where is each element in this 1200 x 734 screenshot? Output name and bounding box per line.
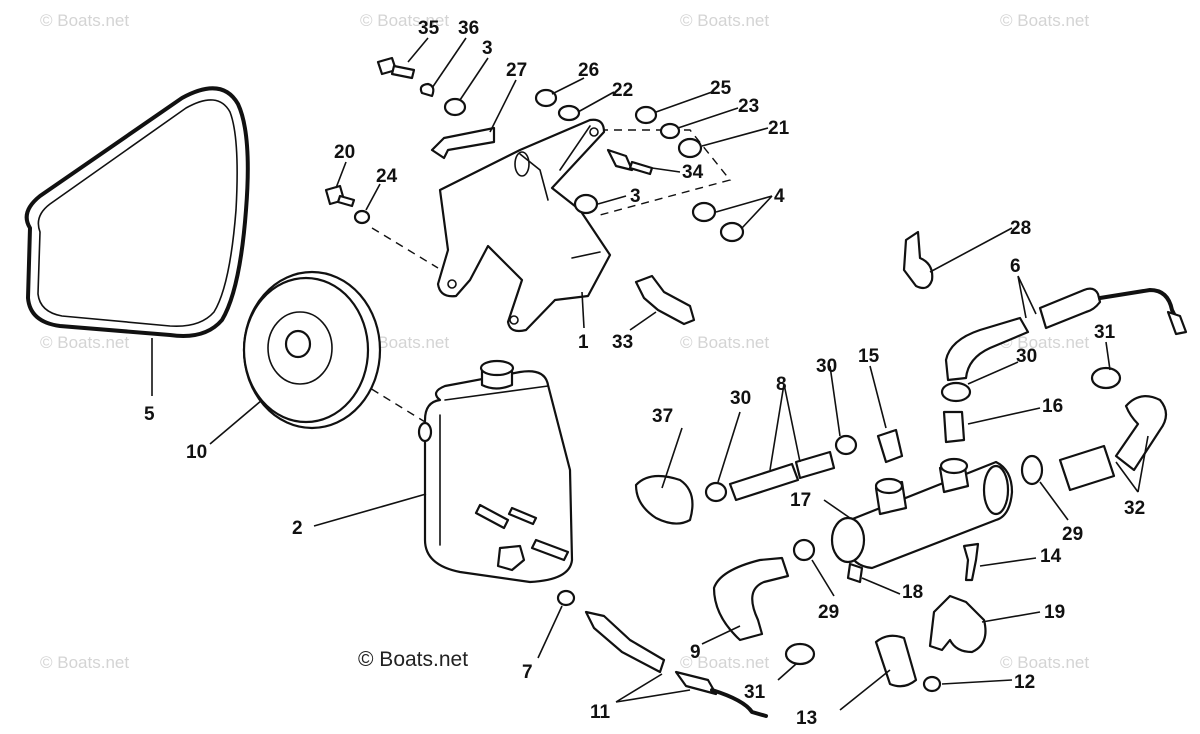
callout-29: 29 [1062, 524, 1083, 545]
inlet-hoses [704, 434, 858, 503]
callout-26: 26 [578, 60, 599, 81]
callout-28: 28 [1010, 218, 1031, 239]
watermark: © Boats.net [360, 333, 449, 352]
callout-17: 17 [790, 490, 811, 511]
large-clamp [634, 474, 694, 525]
watermarks: © Boats.net © Boats.net © Boats.net © Bo… [40, 11, 1089, 672]
o-ring [556, 589, 576, 607]
outlet-hoses [1058, 395, 1168, 492]
mount-bolt [962, 542, 980, 582]
callout-15: 15 [858, 346, 880, 367]
callout-19: 19 [1044, 602, 1065, 623]
pump-fitting [634, 274, 696, 326]
callout-30: 30 [816, 356, 837, 377]
hex-nut [922, 675, 942, 693]
pressure-hose [584, 610, 768, 718]
callout-13: 13 [796, 708, 817, 729]
hose-clamp [1020, 454, 1044, 486]
watermark: © Boats.net [1000, 11, 1089, 30]
callout-24: 24 [376, 166, 398, 187]
callout-21: 21 [768, 118, 790, 139]
callout-22: 22 [612, 80, 633, 101]
hose-clamp [940, 381, 972, 403]
callout-31: 31 [744, 682, 766, 703]
callout-2: 2 [292, 518, 303, 539]
callout-18: 18 [902, 582, 923, 603]
cooler-bracket [928, 594, 987, 654]
callout-7: 7 [522, 662, 533, 683]
copyright-label: © Boats.net [358, 648, 468, 671]
callout-27: 27 [506, 60, 527, 81]
callout-31: 31 [1094, 322, 1116, 343]
callout-34: 34 [682, 162, 704, 183]
pump-bracket [436, 118, 612, 333]
bracket-clip [430, 126, 496, 160]
callout-3: 3 [630, 186, 641, 207]
callout-33: 33 [612, 332, 633, 353]
sleeve [874, 634, 918, 688]
power-steering-pump [417, 359, 574, 584]
callout-8: 8 [776, 374, 787, 395]
hose-clamp [792, 538, 816, 562]
callout-12: 12 [1014, 672, 1035, 693]
callout-14: 14 [1040, 546, 1062, 567]
callout-5: 5 [144, 404, 155, 425]
drive-belt [24, 86, 250, 338]
fasteners [324, 56, 745, 243]
callout-6: 6 [1010, 256, 1021, 277]
callout-20: 20 [334, 142, 355, 163]
callout-16: 16 [1042, 396, 1063, 417]
callout-11: 11 [590, 702, 611, 723]
callout-23: 23 [738, 96, 759, 117]
hose-clamp-bracket [902, 230, 934, 290]
callout-9: 9 [690, 642, 701, 663]
hose-clamp [1090, 366, 1122, 390]
watermark: © Boats.net [40, 333, 129, 352]
watermark: © Boats.net [40, 653, 129, 672]
callout-3: 3 [482, 38, 493, 59]
callout-10: 10 [186, 442, 207, 463]
callout-4: 4 [774, 186, 785, 207]
callout-29: 29 [818, 602, 839, 623]
watermark: © Boats.net [680, 653, 769, 672]
hose-upper [944, 316, 1030, 382]
elbow-fitting [876, 428, 904, 464]
callout-numbers: 35 36 3 27 26 22 25 23 21 20 24 34 3 4 2… [144, 18, 1145, 729]
watermark: © Boats.net [1000, 653, 1089, 672]
callout-25: 25 [710, 78, 732, 99]
callout-30: 30 [1016, 346, 1037, 367]
drain-screw [846, 562, 864, 584]
callout-1: 1 [578, 332, 589, 353]
callout-30: 30 [730, 388, 751, 409]
oil-cooler [830, 457, 1014, 570]
watermark: © Boats.net [360, 11, 449, 30]
watermark: © Boats.net [1000, 333, 1089, 352]
callout-32: 32 [1124, 498, 1145, 519]
pump-studs [474, 503, 570, 572]
watermark: © Boats.net [680, 333, 769, 352]
watermark: © Boats.net [680, 11, 769, 30]
cooler-tube [1038, 287, 1188, 336]
callout-35: 35 [418, 18, 440, 39]
hose-clamp [784, 642, 816, 666]
hose-lower [712, 556, 790, 642]
callout-36: 36 [458, 18, 479, 39]
watermark: © Boats.net [40, 11, 129, 30]
pulley [242, 270, 382, 430]
leader-lines [151, 37, 1149, 711]
callout-37: 37 [652, 406, 673, 427]
barb-fitting [942, 410, 966, 444]
